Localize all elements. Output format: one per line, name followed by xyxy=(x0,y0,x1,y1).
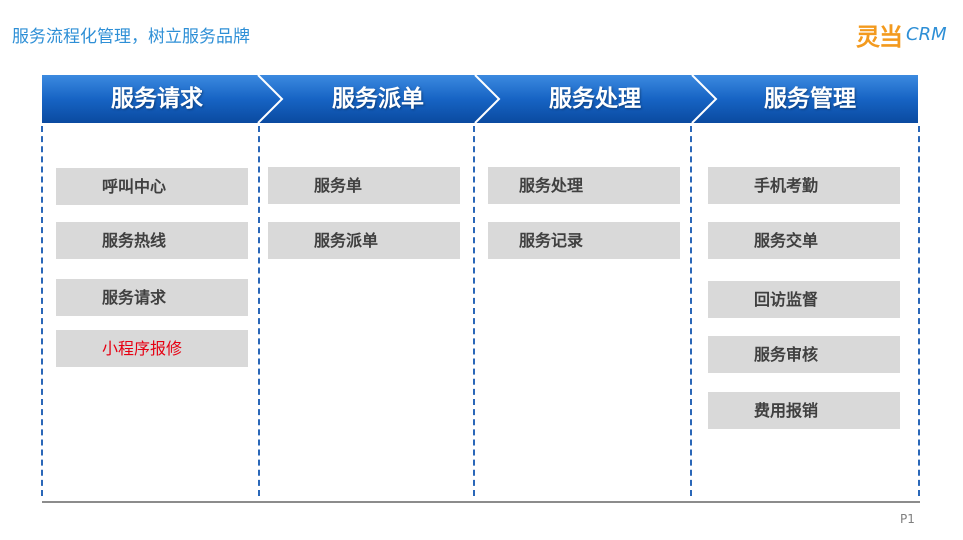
stage-arrow-2 xyxy=(258,75,499,123)
item-service-record[interactable]: 服务记录 xyxy=(488,222,680,259)
item-revisit-supervision[interactable]: 回访监督 xyxy=(708,281,900,318)
brand-logo: 灵当 CRM xyxy=(856,19,947,51)
item-miniprogram-repair[interactable]: 小程序报修 xyxy=(56,330,248,367)
item-service-processing[interactable]: 服务处理 xyxy=(488,167,680,204)
column-divider xyxy=(258,126,260,496)
item-service-hotline[interactable]: 服务热线 xyxy=(56,222,248,259)
stage-label-dispatch: 服务派单 xyxy=(332,86,424,112)
stage-arrow-4 xyxy=(692,75,918,123)
stage-header-bar xyxy=(42,74,918,125)
item-service-submission[interactable]: 服务交单 xyxy=(708,222,900,259)
item-expense-reimbursement[interactable]: 费用报销 xyxy=(708,392,900,429)
item-service-dispatch[interactable]: 服务派单 xyxy=(268,222,460,259)
stage-arrow-3 xyxy=(475,75,716,123)
column-divider xyxy=(690,126,692,496)
item-mobile-attendance[interactable]: 手机考勤 xyxy=(708,167,900,204)
item-service-review[interactable]: 服务审核 xyxy=(708,336,900,373)
stage-label-processing: 服务处理 xyxy=(549,86,641,112)
column-divider xyxy=(918,126,920,496)
logo-sub: CRM xyxy=(906,23,947,45)
page-number: P1 xyxy=(900,512,915,526)
stage-arrow-1 xyxy=(42,75,282,123)
item-service-order[interactable]: 服务单 xyxy=(268,167,460,204)
column-divider xyxy=(473,126,475,496)
item-call-center[interactable]: 呼叫中心 xyxy=(56,168,248,205)
item-service-request[interactable]: 服务请求 xyxy=(56,279,248,316)
slide-title: 服务流程化管理，树立服务品牌 xyxy=(12,27,250,47)
column-divider xyxy=(41,126,43,496)
logo-mark: 灵当 xyxy=(856,22,903,51)
stage-label-management: 服务管理 xyxy=(764,86,856,112)
stage-label-request: 服务请求 xyxy=(111,86,203,112)
bottom-divider xyxy=(42,501,920,503)
